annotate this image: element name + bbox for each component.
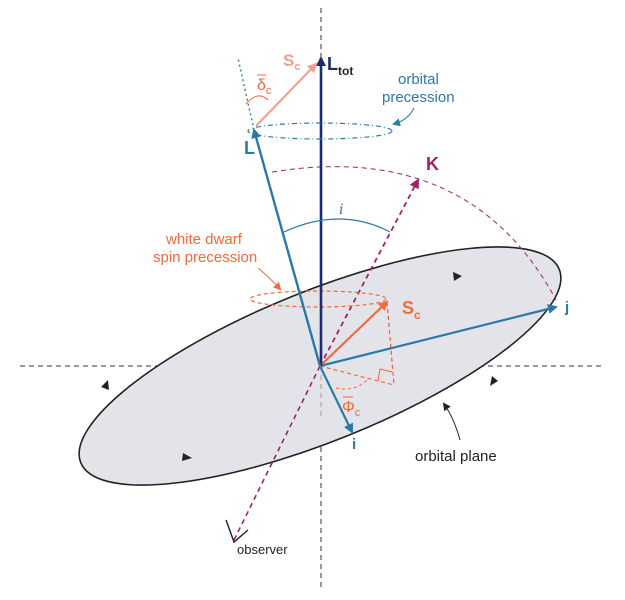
l-tot-sub: tot — [338, 64, 353, 78]
inclination-label: i — [339, 202, 343, 218]
orbital-precession-ellipse — [247, 122, 393, 140]
k-vector — [319, 178, 419, 367]
j-axis-label: j — [564, 299, 569, 316]
right-angle-marker — [377, 368, 393, 382]
orbital-precession-label-1: orbital — [398, 71, 439, 88]
orbital-plane-label: orbital plane — [415, 448, 497, 465]
phi-label: Φc — [342, 399, 361, 419]
l-to-j-dashed-arc — [271, 166, 557, 301]
j-vector — [319, 304, 558, 368]
sc-vector-main: S — [402, 298, 414, 318]
sc-projection-base — [319, 365, 395, 386]
wd-spin-label-1: white dwarf — [165, 231, 243, 248]
phi-sub: c — [355, 407, 361, 419]
orbital-precession-callout — [392, 107, 415, 127]
sc-top-sub: c — [294, 61, 300, 73]
delta-label: δc — [257, 77, 272, 97]
l-tot-label: Ltot — [327, 54, 353, 78]
l-vector-dotted-extension — [237, 57, 255, 131]
observer-label: observer — [237, 542, 288, 557]
sc-top-vector — [255, 62, 318, 127]
inclination-arc — [283, 218, 391, 233]
sc-vector-sub: c — [414, 308, 421, 322]
orbital-plane-callout — [442, 402, 461, 441]
orbit-arrow-top — [453, 272, 462, 281]
phi-main: Φ — [342, 399, 355, 416]
l-vector — [251, 128, 322, 367]
wd-spin-precession-ellipse — [249, 290, 387, 308]
sc-top-label: Sc — [283, 51, 300, 73]
k-vector-label: K — [426, 154, 439, 174]
phi-angle-arc — [335, 378, 369, 390]
sc-top-main: S — [283, 51, 294, 70]
delta-sub: c — [266, 85, 272, 97]
i-vector — [319, 365, 354, 434]
l-vector-label: L — [244, 138, 255, 158]
delta-main: δ — [257, 77, 266, 94]
delta-angle-arc — [245, 95, 269, 105]
sc-vector-label: Sc — [402, 298, 421, 322]
orbit-arrow-bottom — [182, 453, 192, 461]
wd-spin-label-2: spin precession — [153, 249, 257, 266]
orbit-arrow-right — [490, 376, 498, 386]
orbit-arrow-left — [101, 380, 109, 390]
wd-spin-callout — [257, 267, 282, 291]
l-tot-main: L — [327, 54, 338, 74]
orbital-precession-label-2: precession — [382, 89, 455, 106]
observer-eye-icon — [225, 519, 249, 544]
sc-vector — [319, 300, 389, 367]
i-axis-label: i — [352, 436, 356, 453]
